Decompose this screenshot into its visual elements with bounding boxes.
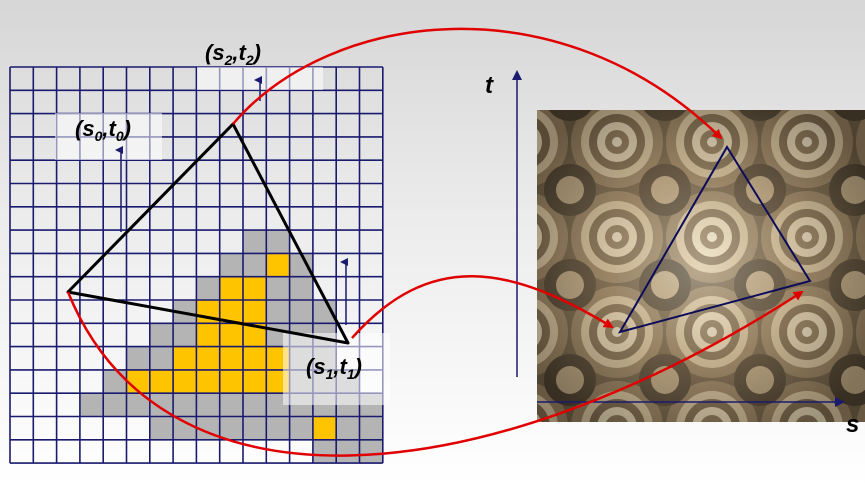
covered-pixel (149, 346, 174, 370)
label-box-v0 (55, 113, 162, 160)
covered-pixel (243, 393, 267, 417)
screen-triangle (66, 122, 350, 345)
covered-pixel (173, 300, 197, 324)
covered-pixel (103, 393, 127, 417)
fragment-pixel (196, 323, 220, 347)
covered-pixel (219, 393, 243, 417)
covered-pixel (266, 416, 290, 440)
fragment-pixel (243, 276, 267, 300)
mapping-arrow-v0 (351, 275, 614, 339)
texture-image (537, 110, 865, 422)
covered-pixel (266, 230, 290, 254)
axis-label-s: s (846, 411, 859, 438)
fragment-pixel (196, 369, 220, 394)
fragment-pixel (173, 369, 197, 394)
covered-pixel (312, 439, 337, 464)
covered-pixel (219, 253, 243, 277)
covered-pixel (79, 393, 104, 417)
covered-pixel (243, 230, 267, 254)
covered-pixel (243, 416, 267, 440)
covered-pixel (126, 346, 150, 370)
covered-pixel (149, 323, 174, 347)
covered-pixel (336, 439, 360, 464)
fragment-pixel (243, 300, 267, 324)
covered-pixel (196, 276, 220, 300)
mapping-arrow-v2 (232, 27, 723, 140)
covered-pixel (103, 369, 127, 394)
covered-pixel (173, 393, 197, 417)
vertex-label-v0: (s0,t0) (75, 116, 131, 144)
covered-pixel (219, 416, 243, 440)
fragment-pixel (312, 416, 337, 440)
fragment-pixel (149, 369, 174, 394)
covered-pixel (289, 300, 313, 324)
covered-pixel (196, 393, 220, 417)
covered-pixel (173, 323, 197, 347)
covered-pixel (149, 393, 174, 417)
fragment-pixel (196, 346, 220, 370)
covered-pixel (289, 416, 313, 440)
mapping-arrow-v1 (66, 290, 804, 457)
covered-pixel (359, 416, 383, 440)
fragment-pixel (219, 300, 243, 324)
covered-pixel (149, 416, 174, 440)
covered-pixel (359, 439, 383, 464)
fragment-pixel (219, 323, 243, 347)
covered-pixel (289, 253, 313, 277)
covered-pixel (312, 300, 337, 324)
fragment-pixel (243, 369, 267, 394)
covered-pixel (336, 416, 360, 440)
fragment-pixel (219, 346, 243, 370)
fragment-pixel (266, 253, 290, 277)
fragment-pixel (219, 276, 243, 300)
covered-pixel (173, 416, 197, 440)
label-box-v1 (283, 333, 390, 405)
axis-label-t: t (485, 72, 494, 99)
covered-pixel (126, 393, 150, 417)
covered-pixel (266, 276, 290, 300)
fragment-pixel (219, 369, 243, 394)
covered-pixel (266, 300, 290, 324)
vertex-label-v2: (s2,t2) (205, 40, 261, 68)
fragment-pixel (243, 323, 267, 347)
texture-triangle (617, 145, 812, 334)
covered-pixel (243, 253, 267, 277)
fragment-pixel (243, 346, 267, 370)
covered-pixel (289, 276, 313, 300)
fragment-pixel (173, 346, 197, 370)
